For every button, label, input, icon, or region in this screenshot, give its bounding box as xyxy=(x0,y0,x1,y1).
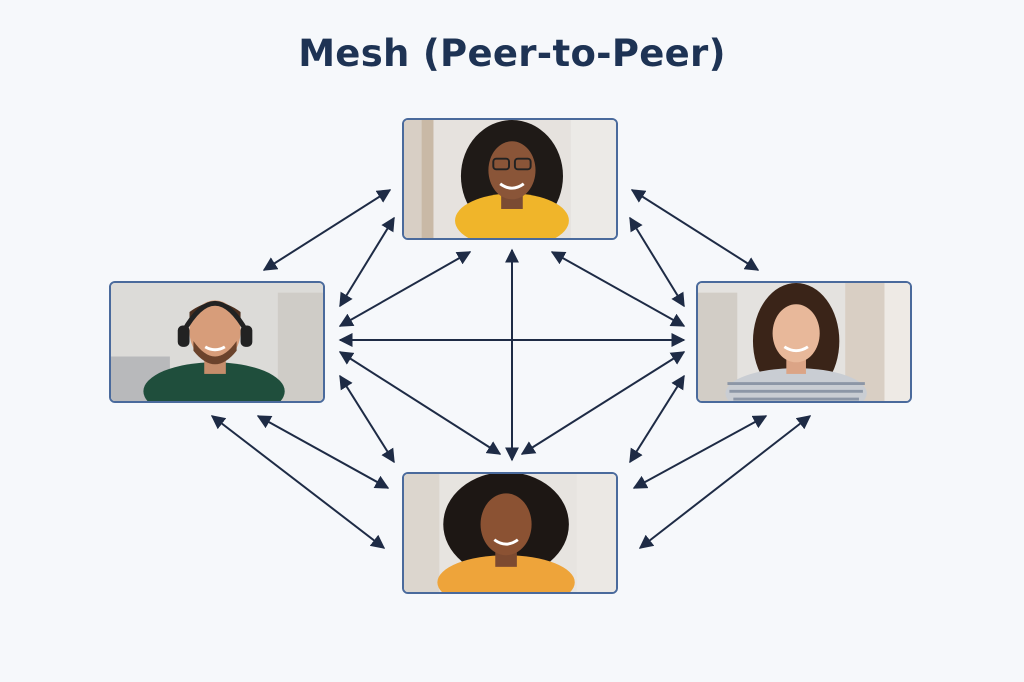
participant-video-left[interactable] xyxy=(109,281,325,403)
arrow-left-bottom-0 xyxy=(210,415,386,549)
arrow-left-bottom-diag-0 xyxy=(338,351,502,455)
arrow-top-left-0 xyxy=(262,189,392,271)
arrow-top-right-diag-0 xyxy=(550,251,686,327)
participant-video-top[interactable] xyxy=(402,118,618,240)
participant-video-right[interactable] xyxy=(696,281,912,403)
arrow-right-bottom-0 xyxy=(638,415,812,549)
arrow-top-left-1 xyxy=(339,216,395,308)
arrow-top-right-0 xyxy=(630,189,760,271)
arrow-top-left-diag-0 xyxy=(338,251,472,327)
arrow-top-right-1 xyxy=(629,216,685,308)
participant-photo-icon xyxy=(404,120,616,238)
arrow-left-bottom-2 xyxy=(339,374,395,464)
participant-video-bottom[interactable] xyxy=(402,472,618,594)
arrow-right-bottom-1 xyxy=(632,415,768,489)
participant-photo-icon xyxy=(404,474,616,592)
arrow-right-bottom-2 xyxy=(629,374,685,464)
arrow-right-bottom-diag-0 xyxy=(520,351,686,455)
participant-photo-icon xyxy=(111,283,323,401)
participant-photo-icon xyxy=(698,283,910,401)
diagram-title: Mesh (Peer-to-Peer) xyxy=(298,32,726,75)
arrow-left-bottom-1 xyxy=(256,415,390,489)
